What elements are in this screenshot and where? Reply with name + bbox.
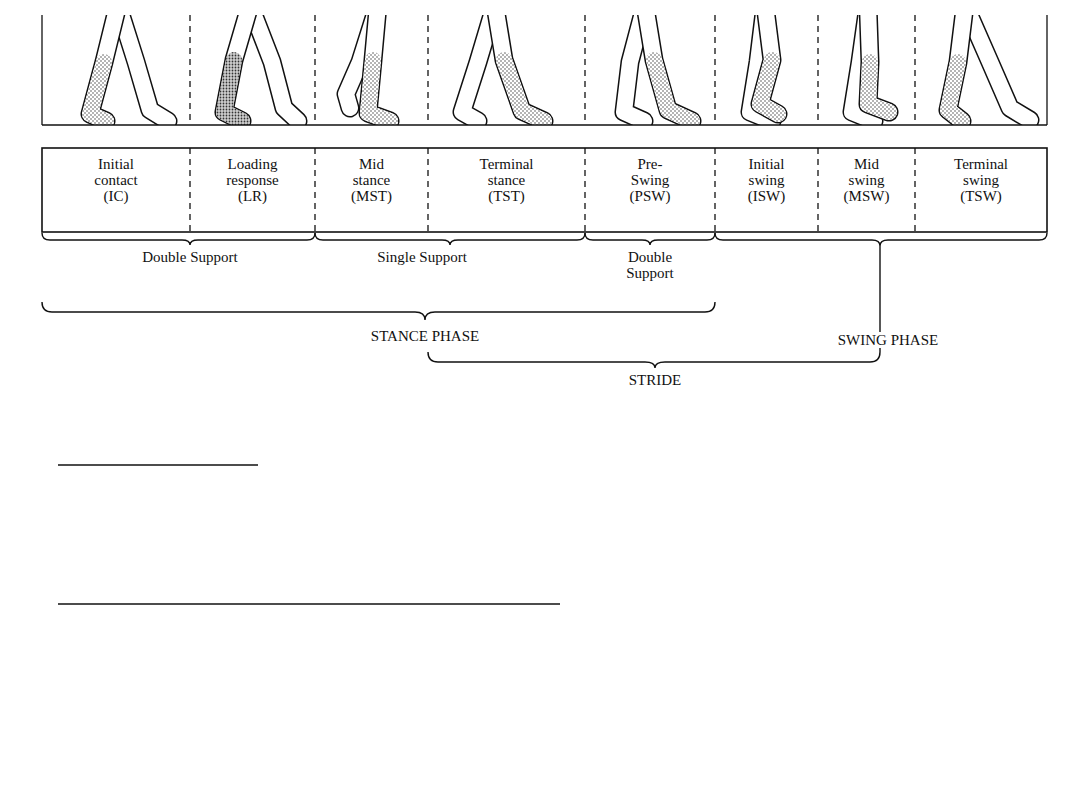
leg-outline (224, 15, 250, 121)
phase-label: Double Support (623, 249, 677, 281)
leg-fill (965, 15, 1030, 120)
leg-outline (948, 15, 965, 121)
leg-outline (868, 15, 889, 112)
shaded-shank (504, 60, 544, 121)
phase-label: Single Support (374, 249, 470, 265)
shaded-shank (368, 60, 390, 121)
phase-label: Double Support (139, 249, 240, 265)
leg-outline (495, 15, 544, 121)
shaded-shank (868, 62, 889, 112)
shaded-shank (948, 62, 962, 121)
shaded-shank (760, 60, 778, 114)
phase-cell: Initial swing (ISW) (715, 148, 818, 232)
leg-figures (90, 15, 1030, 121)
blank-underlines (58, 465, 560, 604)
leg-outline (368, 15, 390, 121)
leg-outline (760, 15, 778, 114)
phase-cell: Initial contact (IC) (42, 148, 190, 232)
leg-fill (948, 15, 965, 121)
phase-cell: Pre-Swing (PSW) (585, 148, 715, 232)
leg-fill (495, 15, 544, 121)
leg-fill (250, 15, 298, 121)
leg-outline (645, 15, 692, 121)
phase-name: Pre-Swing (PSW) (630, 156, 671, 204)
phase-label: SWING PHASE (835, 332, 941, 348)
leg-fill (868, 15, 889, 112)
phase-cell: Mid swing (MSW) (818, 148, 915, 232)
phase-name: Initial contact (IC) (94, 156, 137, 204)
leg-fill (118, 15, 168, 121)
phase-name: Loading response (LR) (226, 156, 278, 204)
leg-fill (760, 15, 778, 114)
phase-name: Terminal stance (TST) (480, 156, 534, 204)
phase-label: STANCE PHASE (368, 328, 482, 344)
phase-cell: Terminal swing (TSW) (915, 148, 1047, 232)
shaded-shank (224, 60, 242, 121)
leg-outline (250, 15, 298, 121)
phase-name: Mid stance (MST) (351, 156, 392, 204)
leg-fill (90, 15, 118, 121)
phase-cell: Terminal stance (TST) (428, 148, 585, 232)
phase-name: Initial swing (ISW) (748, 156, 785, 204)
leg-fill (368, 15, 390, 121)
leg-outline (90, 15, 118, 121)
phase-cell: Loading response (LR) (190, 148, 315, 232)
phase-cell: Mid stance (MST) (315, 148, 428, 232)
phase-label: STRIDE (626, 372, 685, 388)
shaded-shank (654, 60, 692, 121)
shaded-shank (90, 62, 106, 121)
phase-name: Mid swing (MSW) (844, 156, 890, 204)
leg-outline (965, 15, 1030, 120)
phase-name: Terminal swing (TSW) (954, 156, 1008, 204)
panel-frame (42, 15, 1047, 125)
brackets (42, 233, 1047, 368)
phase-table (42, 148, 1047, 232)
leg-outline (118, 15, 168, 121)
leg-fill (645, 15, 692, 121)
leg-fill (224, 15, 250, 121)
